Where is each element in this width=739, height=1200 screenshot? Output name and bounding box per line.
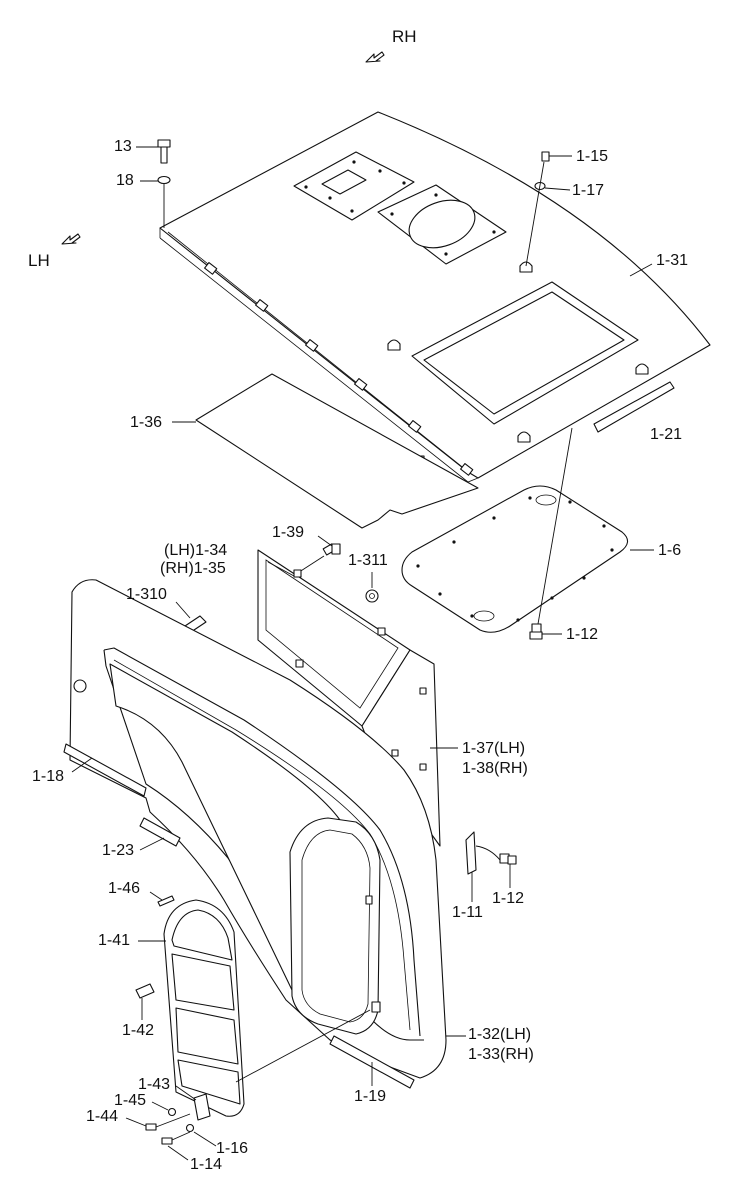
callout-1-15: 1-15 bbox=[576, 148, 609, 165]
screw-1-14 bbox=[161, 1131, 191, 1161]
plate-1-6 bbox=[401, 485, 654, 633]
screw-1-44 bbox=[125, 1113, 191, 1131]
washer-1-17 bbox=[525, 161, 571, 267]
callout-1-18: 1-18 bbox=[32, 768, 65, 785]
callout-1-33: 1-33(RH) bbox=[468, 1046, 534, 1063]
fastener-1-42 bbox=[135, 983, 155, 1020]
strip-1-19 bbox=[329, 1035, 415, 1089]
callout-1-39: 1-39 bbox=[272, 524, 305, 541]
callout-1-36: 1-36 bbox=[130, 414, 163, 431]
grille-1-41 bbox=[138, 899, 371, 1117]
callout-1-16: 1-16 bbox=[216, 1140, 249, 1157]
callout-1-45: 1-45 bbox=[114, 1092, 147, 1109]
lh-direction-label: LH bbox=[28, 251, 50, 270]
rh-direction-label: RH bbox=[392, 27, 417, 46]
clip-1-11 bbox=[465, 831, 501, 902]
callout-1-17: 1-17 bbox=[572, 182, 605, 199]
callout-1-42: 1-42 bbox=[122, 1022, 155, 1039]
callout-1-12-clip: 1-12 bbox=[492, 890, 525, 907]
callout-1-44: 1-44 bbox=[86, 1108, 119, 1125]
callout-1-31: 1-31 bbox=[656, 252, 689, 269]
callout-1-32: 1-32(LH) bbox=[468, 1026, 532, 1043]
bolt-1-12-clip bbox=[499, 853, 517, 888]
callout-18: 18 bbox=[116, 172, 134, 189]
callout-1-37: 1-37(LH) bbox=[462, 740, 526, 757]
rh-direction-arrow-icon bbox=[365, 51, 385, 63]
callout-1-46: 1-46 bbox=[108, 880, 141, 897]
callout-1-35: (RH)1-35 bbox=[160, 560, 226, 577]
bracket-1-43 bbox=[175, 1085, 211, 1121]
callout-1-38: 1-38(RH) bbox=[462, 760, 528, 777]
callout-1-21: 1-21 bbox=[650, 426, 683, 443]
callout-1-11: 1-11 bbox=[452, 904, 483, 921]
strip-1-23 bbox=[139, 817, 181, 851]
strip-1-18 bbox=[63, 743, 147, 797]
callout-1-43: 1-43 bbox=[138, 1076, 171, 1093]
callout-1-41: 1-41 bbox=[98, 932, 131, 949]
pin-1-46 bbox=[149, 891, 175, 907]
callout-1-23: 1-23 bbox=[102, 842, 135, 859]
side-panel-1-32-1-33 bbox=[69, 579, 466, 1079]
screw-1-15 bbox=[541, 151, 572, 162]
callout-1-311: 1-311 bbox=[348, 552, 388, 569]
callout-1-19: 1-19 bbox=[354, 1088, 387, 1105]
washer-1-45 bbox=[151, 1101, 177, 1117]
roof-panel-1-31 bbox=[159, 111, 711, 483]
callout-13: 13 bbox=[114, 138, 132, 155]
mat-1-36 bbox=[172, 373, 479, 529]
callout-1-310: 1-310 bbox=[126, 586, 167, 603]
washer-18 bbox=[140, 175, 171, 228]
callout-1-6: 1-6 bbox=[658, 542, 682, 559]
washer-1-16 bbox=[185, 1123, 217, 1147]
strip-1-21 bbox=[593, 381, 675, 433]
bolt-13 bbox=[136, 139, 171, 164]
bolt-1-12-plate bbox=[529, 427, 573, 640]
nut-1-311 bbox=[365, 572, 379, 603]
callout-1-12-plate: 1-12 bbox=[566, 626, 599, 643]
lh-direction-arrow-icon bbox=[61, 233, 81, 245]
callout-1-14: 1-14 bbox=[190, 1156, 223, 1173]
callout-1-34: (LH)1-34 bbox=[164, 542, 228, 559]
